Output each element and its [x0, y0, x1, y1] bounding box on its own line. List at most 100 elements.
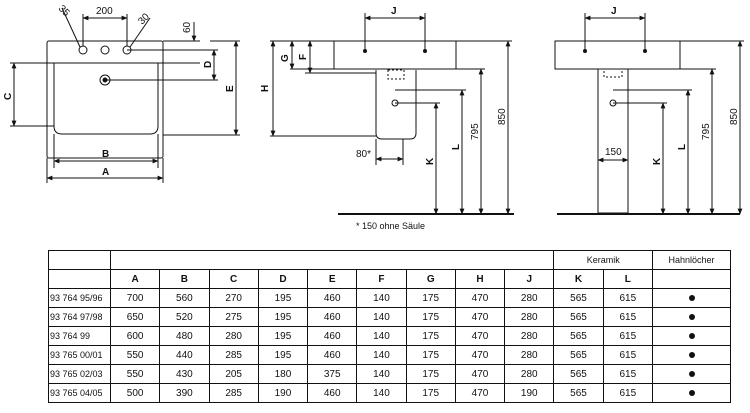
dimension-cell: 565: [553, 364, 604, 384]
dimension-cell: 440: [159, 345, 210, 365]
side-dim-795: 795: [470, 123, 481, 140]
dimension-cell: 560: [159, 288, 210, 308]
dimension-cell: 460: [307, 383, 358, 403]
front-view: [10, 7, 240, 183]
col-header: G: [405, 269, 456, 289]
dimension-cell: 615: [602, 345, 654, 365]
tap-hole-dot-icon: [688, 294, 695, 301]
dimension-cell: 280: [504, 345, 555, 365]
pedestal-view: [554, 13, 744, 215]
dimension-cell: 615: [602, 307, 654, 327]
col-header: J: [504, 269, 555, 289]
tap-hole-dot-icon: [688, 351, 695, 358]
dimension-cell: 470: [454, 288, 506, 308]
tap-hole-left: [78, 45, 88, 55]
dimension-cell: 460: [307, 288, 358, 308]
side-dim-G: G: [280, 54, 291, 62]
dimension-cell: 600: [109, 326, 161, 346]
dim-60: 60: [182, 21, 193, 33]
dimension-cell: 470: [454, 326, 506, 346]
dimension-cell: 470: [454, 307, 506, 327]
model-number: 93 765 00/01: [48, 345, 111, 365]
hahnloecher-header: Hahnlöcher: [652, 250, 731, 270]
pedestal-dim-795: 795: [701, 123, 712, 140]
dimension-cell: 615: [602, 288, 654, 308]
keramik-header: Keramik: [553, 250, 653, 270]
dimension-cell: 470: [454, 364, 506, 384]
dimension-cell: 470: [454, 345, 506, 365]
col-header: C: [208, 269, 259, 289]
dimension-cell: 190: [257, 383, 309, 403]
technical-drawings: 200 35 30 60 D E C B A: [3, 3, 744, 215]
dimension-cell: 565: [553, 326, 604, 346]
dimension-cell: 140: [356, 364, 407, 384]
dimension-cell: 175: [405, 307, 456, 327]
side-view: [270, 13, 514, 215]
basin-bowl: [53, 63, 159, 135]
column-header-row: A B C D E F G H J K L: [48, 269, 731, 289]
pedestal-dim-L: L: [677, 144, 688, 150]
dimension-cell: 205: [208, 364, 259, 384]
dim-D: D: [203, 61, 214, 68]
dimension-cell: 140: [356, 307, 407, 327]
dimension-cell: 615: [602, 326, 654, 346]
pedestal-dim-150: 150: [605, 147, 622, 158]
model-number: 93 764 99: [48, 326, 111, 346]
footnote: * 150 ohne Säule: [356, 221, 426, 231]
dimension-cell: 565: [553, 288, 604, 308]
dim-35: 35: [56, 3, 72, 19]
dimension-cell: 285: [208, 383, 259, 403]
pedestal-side-outline: [375, 70, 417, 140]
tap-hole-center: [100, 45, 110, 55]
dimension-cell: 195: [257, 345, 309, 365]
dimension-cell: 500: [109, 383, 161, 403]
pedestal-dim-850: 850: [729, 108, 740, 125]
pedestal-column: [597, 68, 629, 214]
side-dim-J: J: [391, 6, 397, 17]
dimension-cell: 190: [504, 383, 555, 403]
dimension-cell: 280: [504, 326, 555, 346]
dimension-cell: 175: [405, 288, 456, 308]
side-dim-F: F: [298, 54, 309, 60]
dimension-cell: 565: [553, 383, 604, 403]
basin-end-outline: [554, 40, 681, 70]
dimension-cell: 140: [356, 288, 407, 308]
dimension-cell: 195: [257, 326, 309, 346]
side-dim-L: L: [451, 144, 462, 150]
dimension-cell: 700: [109, 288, 161, 308]
dim-B: B: [102, 149, 109, 160]
col-header: K: [553, 269, 604, 289]
dim-E: E: [225, 85, 236, 92]
col-header: A: [109, 269, 161, 289]
basin-side-outline: [333, 40, 457, 70]
pedestal-dim-J: J: [611, 6, 617, 17]
dimension-cell: 460: [307, 307, 358, 327]
group-header-row: Keramik Hahnlöcher: [48, 250, 731, 270]
col-header: H: [454, 269, 506, 289]
dimension-cell: 280: [504, 364, 555, 384]
dimension-cell: 470: [454, 383, 506, 403]
dimension-cell: 175: [405, 364, 456, 384]
dimension-cell: 565: [553, 345, 604, 365]
dimension-cell: 275: [208, 307, 259, 327]
dimension-cell: 375: [307, 364, 358, 384]
tap-holes-cell: [652, 383, 731, 403]
dimension-cell: 650: [109, 307, 161, 327]
tap-holes-cell: [652, 326, 731, 346]
dimension-cell: 195: [257, 307, 309, 327]
dimension-cell: 390: [159, 383, 210, 403]
dimension-cell: 175: [405, 383, 456, 403]
tap-holes-cell: [652, 307, 731, 327]
dim-A: A: [102, 167, 109, 178]
dimension-cell: 280: [208, 326, 259, 346]
dim-30: 30: [136, 11, 152, 27]
dimension-cell: 140: [356, 326, 407, 346]
tap-holes-cell: [652, 364, 731, 384]
side-dim-80: 80*: [356, 149, 371, 160]
col-header: D: [257, 269, 309, 289]
dimension-cell: 280: [504, 307, 555, 327]
